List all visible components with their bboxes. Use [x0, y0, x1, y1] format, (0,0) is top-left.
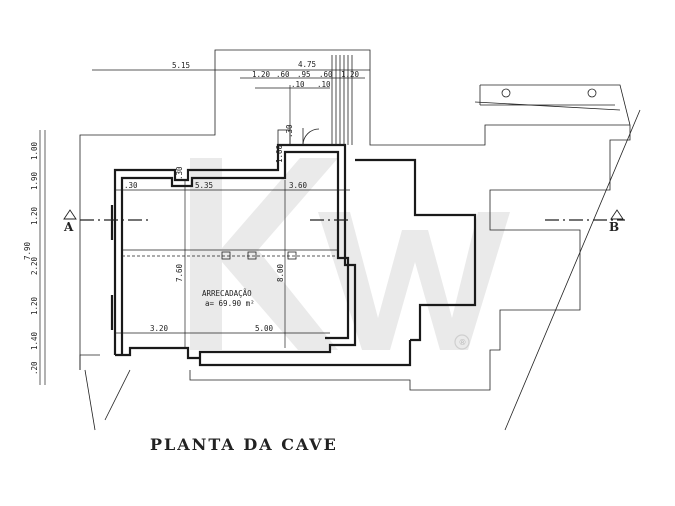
stair-lines	[331, 55, 353, 145]
dim-inner-bottom-1: 3.20	[150, 324, 169, 333]
dim-left-2: 1.90	[30, 171, 39, 190]
dim-left-6: 1.40	[30, 331, 39, 350]
dim-top-sub-3: .95	[297, 70, 311, 79]
dim-entry: 1.00	[275, 144, 284, 163]
kw-watermark: ®	[190, 158, 510, 350]
dim-left-4: 2.20	[30, 256, 39, 275]
dim-inner-top-3: 5.35	[195, 181, 213, 190]
dim-top-sub-1: 1.20	[252, 70, 271, 79]
dim-inner-vertical-1: 7.60	[175, 263, 184, 282]
dim-inner-bottom-2: 5.00	[255, 324, 274, 333]
plan-title: PLANTA DA CAVE	[150, 435, 338, 454]
dim-top-small-1: .10	[291, 80, 305, 89]
room-area: a= 69.90 m²	[205, 299, 255, 308]
inner-walls	[110, 143, 477, 367]
dim-left-total: 7.90	[23, 241, 32, 260]
watermark-symbol: ®	[459, 338, 467, 347]
section-label-a: A	[63, 220, 74, 234]
section-label-b: B	[609, 220, 619, 234]
dim-top-small-2: .10	[317, 80, 331, 89]
dim-top-left: 5.15	[172, 61, 190, 70]
dim-inner-top-2: .30	[175, 166, 184, 180]
room-name: ARRECADAÇÃO	[202, 289, 252, 298]
dim-stair: .30	[285, 124, 294, 138]
dimension-lines	[39, 69, 370, 385]
registered-mark-icon	[454, 334, 470, 350]
dim-inner-top-4: 3.60	[289, 181, 308, 190]
dim-top-sub-2: .60	[276, 70, 290, 79]
dim-left-7: .20	[30, 361, 39, 375]
dim-top-right: 4.75	[298, 60, 316, 69]
dim-top-sub-4: .60	[319, 70, 333, 79]
outer-foundation	[79, 49, 641, 431]
dim-left-1: 1.00	[30, 141, 39, 160]
dim-inner-top-1: .30	[124, 181, 138, 190]
dim-inner-vertical-2: 8.00	[276, 263, 285, 282]
dim-left-5: 1.20	[30, 296, 39, 315]
section-line	[63, 209, 625, 221]
dim-left-3: 1.20	[30, 206, 39, 225]
dim-top-sub-5: 1.20	[341, 70, 360, 79]
